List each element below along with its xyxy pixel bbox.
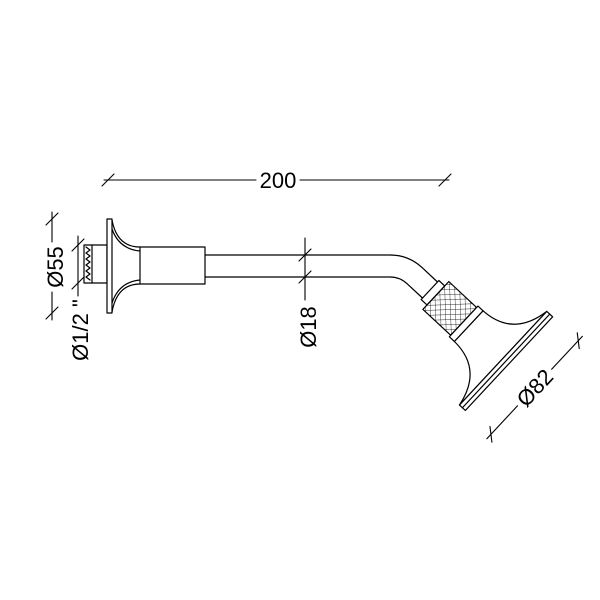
flange-dimension-tick-top: [45, 212, 59, 226]
head-dimension-label: Ø82: [512, 364, 559, 411]
flange-dimension-tick-bottom: [45, 306, 59, 320]
wall-connection: [83, 218, 206, 314]
wall-flange-plate: [106, 218, 113, 314]
thread-dimension-tick-bottom: [71, 276, 85, 290]
flange-dimension-label: Ø55: [43, 246, 68, 288]
length-dimension-tick-right: [438, 173, 452, 187]
wall-flange-bell-inner: [111, 228, 141, 304]
arm-sleeve: [139, 246, 206, 285]
shower-arm-pipe: [204, 254, 439, 299]
pipe-top-edge: [204, 254, 439, 283]
length-dimension-label: 200: [260, 168, 297, 193]
pipe-bottom-edge: [204, 276, 424, 299]
shower-head: Ø82: [420, 279, 583, 443]
thread-lines: [85, 246, 91, 281]
head-dimension-tick-top: [576, 332, 580, 350]
flange-diameter-dimension: Ø55: [43, 211, 68, 321]
head-dimension-tick-bottom: [489, 425, 493, 443]
head-face-inner-line: [461, 313, 551, 409]
length-dimension: 200: [101, 168, 452, 193]
length-dimension-tick-left: [101, 173, 115, 187]
thread-dimension-tick-top: [71, 238, 85, 252]
head-dimension-line: [486, 335, 583, 440]
wall-flange-bell: [111, 219, 141, 313]
thread-diameter-dimension: Ø1/2 ": [68, 235, 93, 361]
thread-dimension-label: Ø1/2 ": [68, 299, 93, 361]
arm-dimension-label: Ø18: [296, 306, 321, 348]
